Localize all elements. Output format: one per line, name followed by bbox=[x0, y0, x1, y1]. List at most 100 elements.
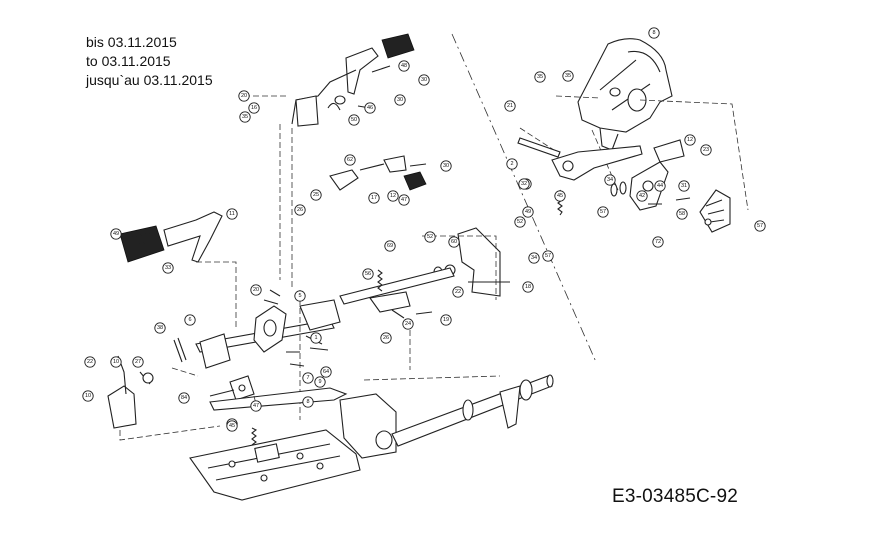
callout-22: 22 bbox=[84, 356, 96, 368]
callout-number: 7 bbox=[306, 375, 309, 381]
callout-bubble bbox=[424, 231, 436, 243]
callout-bubble bbox=[398, 60, 410, 72]
callout-number: 11 bbox=[229, 211, 235, 217]
callout-bubble bbox=[506, 158, 518, 170]
left-pedal-pad bbox=[119, 225, 165, 263]
callout-10: 10 bbox=[82, 390, 94, 402]
callout-7: 7 bbox=[302, 372, 314, 384]
callout-12: 12 bbox=[387, 190, 399, 202]
chassis-assembly bbox=[189, 374, 554, 501]
callout-bubble bbox=[678, 180, 690, 192]
callout-bubble bbox=[684, 134, 696, 146]
callout-bubble bbox=[700, 144, 712, 156]
callout-46: 46 bbox=[364, 102, 376, 114]
callout-bubble bbox=[597, 206, 609, 218]
callout-bubble bbox=[320, 366, 332, 378]
callout-bubble bbox=[534, 71, 546, 83]
callout-1: 1 bbox=[310, 332, 322, 344]
sector-plate bbox=[699, 189, 731, 233]
validity-line-en: to 03.11.2015 bbox=[86, 53, 171, 69]
callout-number: 38 bbox=[157, 325, 163, 331]
callout-number: 60 bbox=[451, 239, 457, 245]
callout-52: 52 bbox=[514, 216, 526, 228]
callout-number: 46 bbox=[367, 105, 373, 111]
callout-bubble bbox=[348, 114, 360, 126]
callout-9: 9 bbox=[314, 376, 326, 388]
callout-64: 64 bbox=[320, 366, 332, 378]
callout-bubble bbox=[82, 390, 94, 402]
callout-number: 2 bbox=[510, 161, 513, 167]
callout-number: 62 bbox=[347, 157, 353, 163]
callout-bubble bbox=[310, 189, 322, 201]
callout-49: 49 bbox=[110, 228, 122, 240]
callout-bubble bbox=[387, 190, 399, 202]
callout-bubble bbox=[250, 284, 262, 296]
callout-number: 34 bbox=[607, 177, 613, 183]
callout-bubble bbox=[514, 216, 526, 228]
callout-bubble bbox=[178, 392, 190, 404]
callout-number: 20 bbox=[253, 287, 259, 293]
callout-52: 52 bbox=[424, 231, 436, 243]
callout-number: 44 bbox=[657, 183, 663, 189]
left-pedal bbox=[119, 211, 237, 330]
callout-bubble bbox=[518, 178, 530, 190]
callout-bubble bbox=[248, 102, 260, 114]
callout-number: 12 bbox=[390, 193, 396, 199]
foot-plate bbox=[189, 429, 361, 501]
section-divider-line bbox=[451, 33, 597, 363]
callout-number: 49 bbox=[525, 209, 531, 215]
callout-number: 49 bbox=[113, 231, 119, 237]
callout-bubble bbox=[542, 250, 554, 262]
callout-bubble bbox=[452, 286, 464, 298]
callout-bubble bbox=[380, 332, 392, 344]
callout-bubble bbox=[226, 208, 238, 220]
callout-44: 44 bbox=[654, 180, 666, 192]
callout-number: 23 bbox=[703, 147, 709, 153]
callout-56: 56 bbox=[362, 268, 374, 280]
callout-58: 58 bbox=[676, 208, 688, 220]
callout-48: 48 bbox=[398, 60, 410, 72]
callout-42: 42 bbox=[636, 190, 648, 202]
callout-number: 50 bbox=[351, 117, 357, 123]
callout-35: 35 bbox=[562, 70, 574, 82]
callout-number: 47 bbox=[401, 197, 407, 203]
callout-number: 72 bbox=[655, 239, 661, 245]
callout-60: 60 bbox=[448, 236, 460, 248]
callout-31: 31 bbox=[678, 180, 690, 192]
callout-26: 26 bbox=[380, 332, 392, 344]
drawing-number: E3-03485C-92 bbox=[612, 486, 738, 507]
callout-bubble bbox=[648, 27, 660, 39]
callout-bubble bbox=[562, 70, 574, 82]
callout-bubble bbox=[504, 100, 516, 112]
callout-19: 19 bbox=[440, 314, 452, 326]
callout-8: 8 bbox=[648, 27, 660, 39]
callout-6: 6 bbox=[184, 314, 196, 326]
callout-number: 1 bbox=[314, 335, 317, 341]
callout-number: 18 bbox=[525, 284, 531, 290]
callout-23: 23 bbox=[700, 144, 712, 156]
callout-5: 5 bbox=[294, 290, 306, 302]
callout-20: 20 bbox=[238, 90, 250, 102]
callout-bubble bbox=[162, 262, 174, 274]
callout-number: 9 bbox=[318, 379, 321, 385]
callout-bubble bbox=[554, 190, 566, 202]
callout-62: 62 bbox=[344, 154, 356, 166]
callout-bubble bbox=[398, 194, 410, 206]
callout-bubble bbox=[310, 332, 322, 344]
callout-number: 69 bbox=[387, 243, 393, 249]
callout-bubble bbox=[239, 111, 251, 123]
callout-2: 2 bbox=[506, 158, 518, 170]
middle-linkage bbox=[107, 227, 510, 441]
callout-number: 56 bbox=[365, 271, 371, 277]
callout-number: 19 bbox=[443, 317, 449, 323]
callout-bubble bbox=[132, 356, 144, 368]
callout-number: 26 bbox=[297, 207, 303, 213]
callout-bubble bbox=[522, 281, 534, 293]
callout-8: 8 bbox=[302, 396, 314, 408]
callout-number: 12 bbox=[687, 137, 693, 143]
callout-bubble bbox=[302, 372, 314, 384]
callout-57: 57 bbox=[597, 206, 609, 218]
callout-47: 47 bbox=[250, 400, 262, 412]
callout-number: 57 bbox=[600, 209, 606, 215]
